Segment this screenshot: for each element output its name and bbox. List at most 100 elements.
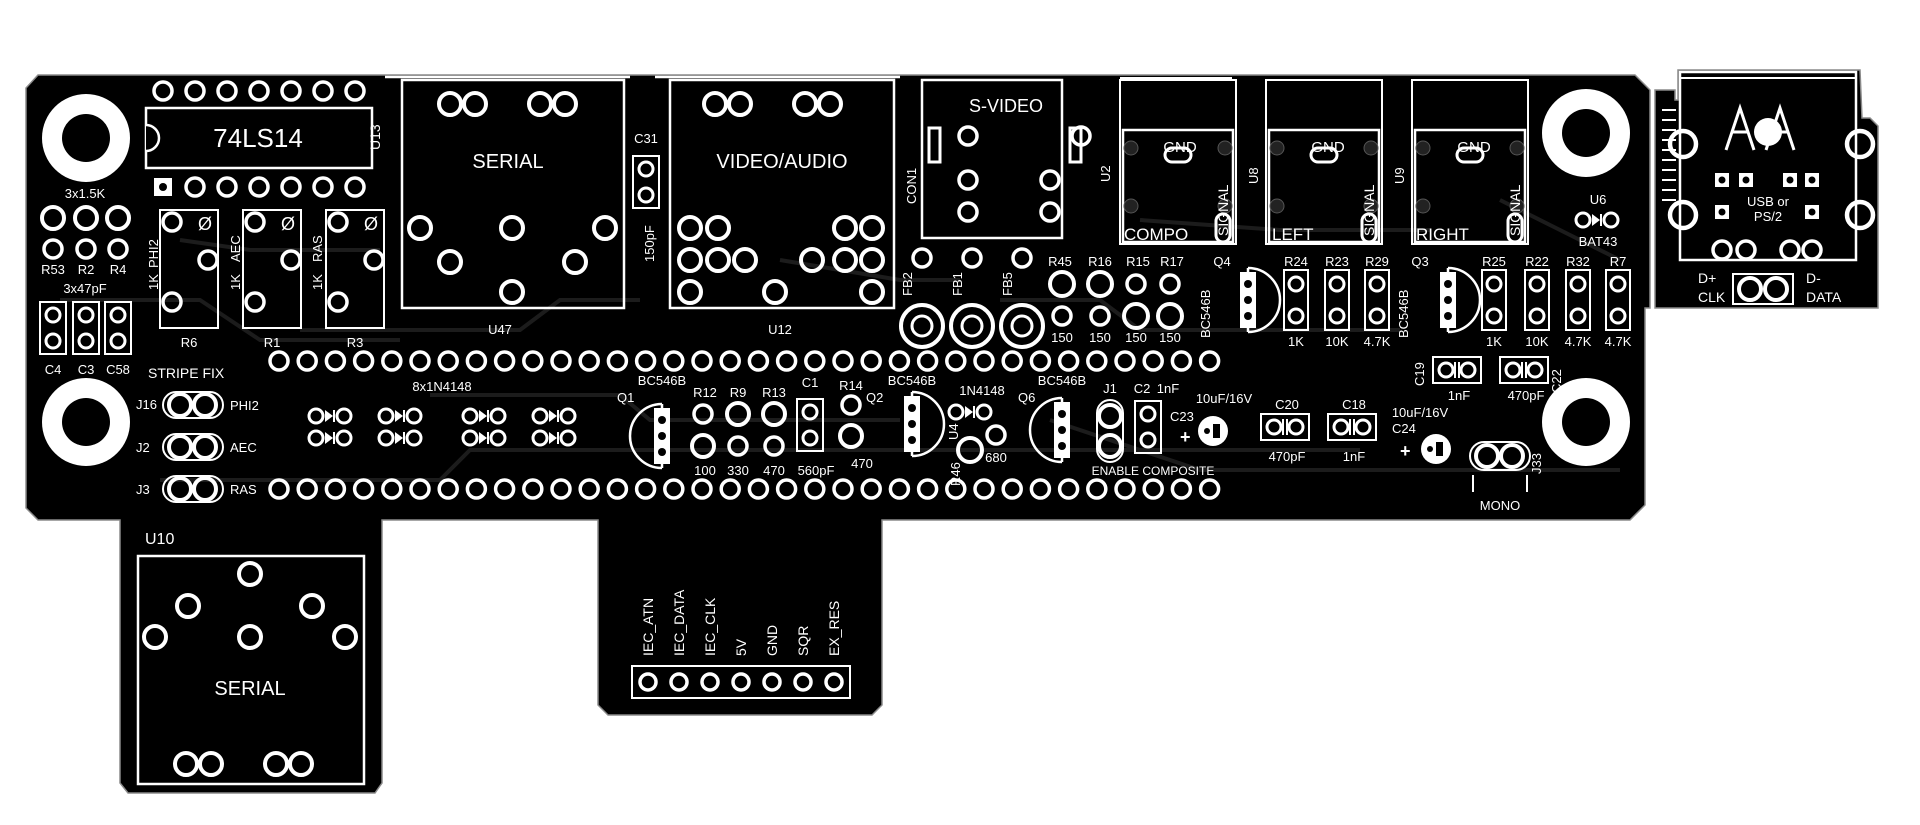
pad <box>1170 350 1193 372</box>
ic-ref: U13 <box>367 124 383 150</box>
fb2-ref: FB2 <box>900 272 915 296</box>
v680-label: 680 <box>985 450 1007 465</box>
pad <box>634 350 657 372</box>
stripe-aec: AEC <box>230 440 257 455</box>
r16-value: 150 <box>1089 330 1111 345</box>
bc546b-label: BC546B <box>638 373 686 388</box>
serial-bottom-label: SERIAL <box>214 678 285 700</box>
mid-row-components: BC546B Q1 R12 100 R9 330 R13 470 C1 560p… <box>617 373 1544 513</box>
trimmer-zero: Ø <box>198 214 212 234</box>
r13-ref: R13 <box>762 385 786 400</box>
c2-ref: C2 <box>1134 381 1151 396</box>
j33-ref: J33 <box>1529 453 1544 474</box>
pad <box>606 478 629 500</box>
one-k-label: 1K <box>310 274 325 290</box>
c23-plus: + <box>1180 427 1191 447</box>
r53-ref: R53 <box>41 262 65 277</box>
r32-ref: R32 <box>1566 254 1590 269</box>
pad <box>945 350 967 372</box>
rca-gnd-label: GND <box>1163 139 1197 156</box>
pad <box>719 350 741 372</box>
c1-ref: C1 <box>802 375 819 390</box>
c19-value: 1nF <box>1448 388 1470 403</box>
left-resistor-array: 3x1.5K R53 R2 R4 3x47pF C4 C3 C58 <box>38 186 133 377</box>
capacitor-c31: C31 150pF <box>631 131 661 262</box>
mono-label: MONO <box>1480 498 1520 513</box>
rca-right: GND RIGHT SIGNAL U9 <box>1392 79 1529 245</box>
j3-ref: J3 <box>136 482 150 497</box>
r16-ref: R16 <box>1088 254 1112 269</box>
pad <box>437 478 459 500</box>
r17-ref: R17 <box>1160 254 1184 269</box>
transistor-q3: Q3 BC546B <box>1396 254 1482 338</box>
trimmer-zero: Ø <box>281 214 295 234</box>
pad <box>1198 350 1221 372</box>
diode-u6: U6 BAT43 <box>1574 192 1620 249</box>
pad <box>1114 478 1136 500</box>
c-array-label: 3x47pF <box>63 281 106 296</box>
pad <box>522 478 544 500</box>
pad <box>493 478 516 500</box>
r13-value: 470 <box>763 463 785 478</box>
u12-ref: U12 <box>768 322 792 337</box>
trimmer-r1: Ø AEC 1K R1 <box>228 209 302 350</box>
r45-value: 150 <box>1051 330 1073 345</box>
pad <box>888 350 911 372</box>
ic-pins-bottom <box>154 176 366 198</box>
pad <box>465 350 488 372</box>
bc546b-label: BC546B <box>1198 290 1213 338</box>
fb5-ref: FB5 <box>1000 272 1015 296</box>
c2-value: 1nF <box>1157 381 1179 396</box>
pad <box>888 478 911 500</box>
r23-ref: R23 <box>1325 254 1349 269</box>
r9-value: 330 <box>727 463 749 478</box>
pad <box>550 478 572 500</box>
r12-ref: R12 <box>693 385 717 400</box>
c20-value: 470pF <box>1269 449 1306 464</box>
pad <box>1198 478 1221 500</box>
pad <box>793 672 813 692</box>
c3-ref: C3 <box>78 362 95 377</box>
usb-tab <box>1654 69 1879 309</box>
stripe-fix-block: STRIPE FIX J16 J2 J3 PHI2 AEC RAS 8x1N41… <box>136 365 577 503</box>
usb-logo <box>1724 103 1796 151</box>
iec-pin-label: 5V <box>733 638 749 656</box>
c1-value: 560pF <box>798 463 835 478</box>
pad <box>669 672 689 692</box>
q4-ref: Q4 <box>1213 254 1230 269</box>
fb1-ref: FB1 <box>950 272 965 296</box>
pad <box>1170 478 1193 500</box>
rca-signal-label: SIGNAL <box>1507 184 1523 236</box>
pad <box>1001 350 1023 372</box>
iec-pin-label: IEC_CLK <box>702 597 718 656</box>
pad <box>916 350 939 372</box>
bc546b-label: BC546B <box>1396 290 1411 338</box>
c18-ref: C18 <box>1342 397 1366 412</box>
serial-connector-u10: U10 SERIAL <box>136 531 366 786</box>
right-label: RIGHT <box>1416 225 1469 244</box>
r24-ref: R24 <box>1284 254 1308 269</box>
q3-ref: Q3 <box>1411 254 1428 269</box>
diodes-label: 8x1N4148 <box>412 379 471 394</box>
pad <box>522 350 544 372</box>
aec-label: AEC <box>228 235 243 262</box>
c23-value: 10uF/16V <box>1196 391 1253 406</box>
iec-pin-label: IEC_DATA <box>671 589 687 656</box>
mounting-hole <box>42 94 130 182</box>
u4-ref: U4 <box>946 423 961 440</box>
u2-ref: U2 <box>1098 165 1113 182</box>
board-outline <box>25 74 1651 794</box>
iec-pin-label: SQR <box>795 626 811 656</box>
pad <box>832 478 854 500</box>
pad <box>762 672 782 692</box>
pad <box>1086 478 1108 500</box>
svideo-connector-u2: S-VIDEO CON1 U2 <box>904 78 1113 240</box>
c58-ref: C58 <box>106 362 130 377</box>
c18-value: 1nF <box>1343 449 1365 464</box>
pad <box>550 350 572 372</box>
diode-label: 1N4148 <box>959 383 1005 398</box>
r17-value: 150 <box>1159 330 1181 345</box>
pad <box>1114 350 1136 372</box>
